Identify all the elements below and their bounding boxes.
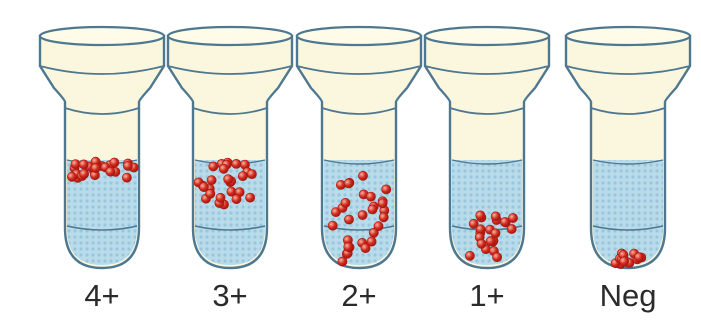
red-cell	[123, 161, 132, 170]
red-cell	[341, 198, 350, 207]
red-cell	[358, 210, 367, 219]
red-cell	[477, 239, 486, 248]
red-cell	[328, 221, 337, 230]
red-cell	[80, 169, 89, 178]
red-cell	[344, 179, 353, 188]
red-cell	[344, 215, 353, 224]
red-cell	[106, 167, 115, 176]
red-cell	[216, 193, 225, 202]
grade-label-4plus: 4+	[84, 278, 119, 313]
red-cell	[91, 163, 100, 172]
tube-grade-neg	[566, 27, 690, 269]
red-cell	[493, 253, 502, 262]
red-cell	[486, 237, 495, 246]
red-cell	[382, 185, 391, 194]
red-cell	[247, 170, 256, 179]
red-cell	[361, 244, 370, 253]
red-cell	[465, 251, 474, 260]
red-cell	[620, 257, 629, 266]
grade-label-3plus: 3+	[212, 278, 247, 313]
red-cell	[67, 172, 76, 181]
red-cell	[358, 171, 367, 180]
red-cell	[368, 205, 377, 214]
gel-texture	[593, 160, 663, 265]
red-cell	[379, 213, 388, 222]
tube-rim	[297, 27, 421, 45]
red-cell	[209, 162, 218, 171]
red-cell	[79, 160, 88, 169]
red-cell	[232, 159, 241, 168]
tube-grade-4plus	[40, 27, 164, 268]
red-cell	[110, 158, 119, 167]
red-cell	[378, 199, 387, 208]
red-cell	[366, 192, 375, 201]
red-cell	[207, 176, 216, 185]
red-cell	[219, 164, 228, 173]
tube-rim	[566, 27, 690, 45]
tube-grade-1plus	[425, 27, 549, 268]
grade-label-1plus: 1+	[469, 278, 504, 313]
red-cell	[238, 172, 247, 181]
grade-label-neg: Neg	[600, 278, 657, 313]
tube-grade-3plus	[168, 27, 292, 268]
red-cell	[224, 175, 233, 184]
red-cell	[507, 224, 516, 233]
red-cell	[476, 211, 485, 220]
red-cell	[122, 173, 131, 182]
red-cell	[232, 195, 241, 204]
tube-rim	[168, 27, 292, 45]
tube-grade-2plus	[297, 27, 421, 268]
red-cell	[469, 219, 478, 228]
red-cell	[199, 183, 208, 192]
tube-rim	[40, 27, 164, 45]
red-cell	[491, 229, 500, 238]
red-cell	[369, 228, 378, 237]
red-cell	[508, 213, 517, 222]
red-cell	[491, 212, 500, 221]
red-cell	[344, 242, 353, 251]
red-cell	[71, 160, 80, 169]
red-cell	[634, 253, 643, 262]
tube-rim	[425, 27, 549, 45]
grade-label-2plus: 2+	[341, 278, 376, 313]
red-cell	[246, 193, 255, 202]
